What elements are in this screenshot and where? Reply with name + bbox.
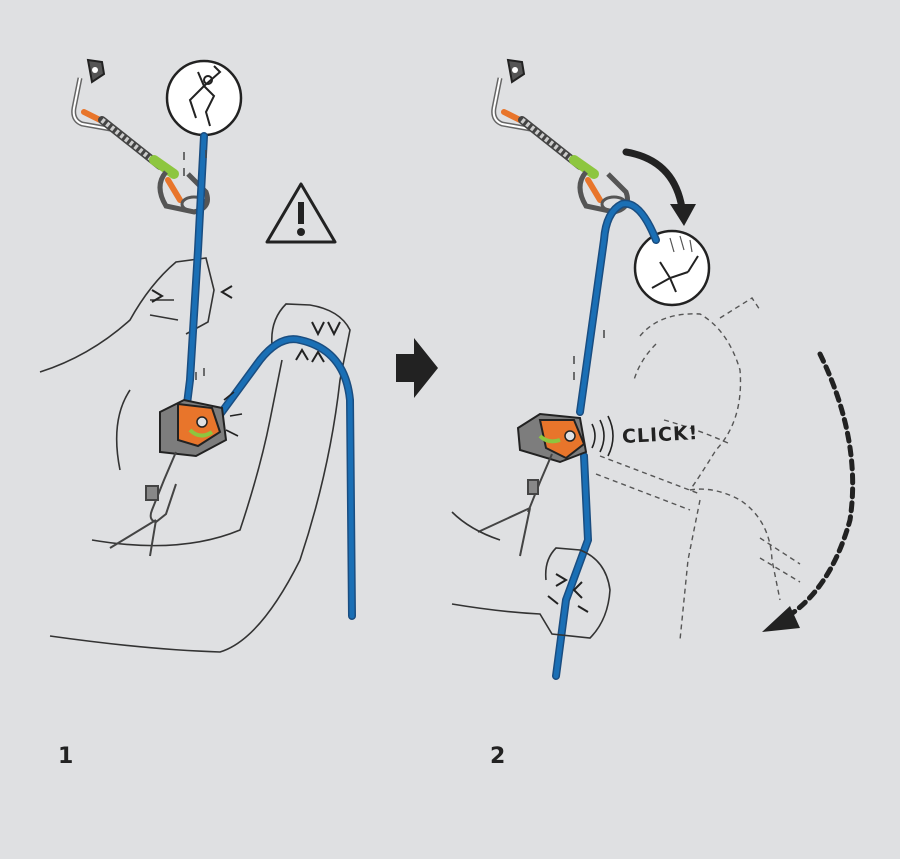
quickdraw-icon bbox=[494, 60, 628, 212]
harness-carabiner bbox=[477, 453, 553, 557]
click-label: CLICK! bbox=[621, 422, 699, 448]
motion-lines bbox=[573, 330, 605, 380]
belay-device-icon bbox=[159, 398, 228, 458]
arrow-right-icon bbox=[396, 338, 438, 398]
dashed-arrow-icon bbox=[762, 351, 856, 632]
step-number-2: 2 bbox=[490, 744, 506, 769]
grip-marks bbox=[295, 321, 341, 363]
motion-lines bbox=[183, 150, 207, 380]
curved-arrow-icon bbox=[622, 148, 696, 226]
belayer-hand bbox=[451, 511, 611, 639]
sound-waves bbox=[591, 415, 614, 457]
climber-icon bbox=[165, 59, 243, 137]
panel-1 bbox=[39, 59, 356, 653]
belay-device-icon bbox=[516, 412, 588, 464]
grip-marks bbox=[151, 285, 233, 303]
grip-marks bbox=[547, 573, 589, 613]
harness-carabiner bbox=[109, 451, 177, 557]
warning-icon bbox=[265, 182, 337, 244]
click-lines bbox=[223, 391, 243, 437]
ghost-climber bbox=[595, 297, 801, 641]
right-hand bbox=[49, 303, 351, 653]
step-number-1: 1 bbox=[58, 744, 74, 769]
panel-2 bbox=[451, 60, 856, 680]
rope bbox=[212, 335, 356, 620]
falling-climber-icon bbox=[633, 229, 711, 307]
rope bbox=[576, 199, 660, 416]
